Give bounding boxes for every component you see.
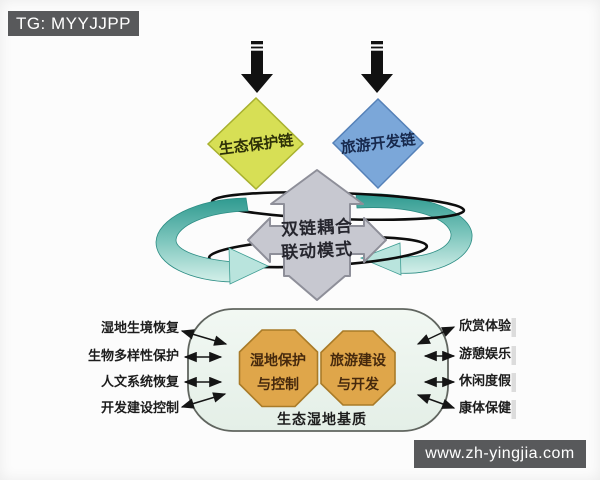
left-item-humanistic-system-restoration: 人文系统恢复 [100, 375, 179, 390]
tourism-chain-input-arrow-icon [361, 41, 393, 93]
double-arrow [416, 394, 456, 409]
left-item-development-control: 开发建设控制 [100, 401, 179, 416]
wetland-protection-label-line2: 与控制 [257, 377, 299, 393]
right-item-recreation-entertainment: 游憩娱乐 [459, 347, 512, 362]
watermark-bottom-right: www.zh-yingjia.com [414, 440, 586, 468]
watermark-remnant-marks [511, 318, 516, 419]
tourism-construction-label-line1: 旅游建设 [330, 353, 386, 369]
cycle-ribbon-left-icon [155, 197, 269, 285]
wetland-protection-label-line1: 湿地保护 [250, 353, 306, 369]
tourism-construction-octagon [320, 330, 396, 406]
left-item-biodiversity-protection: 生物多样性保护 [87, 349, 179, 364]
eco-protection-chain-diamond [206, 96, 305, 191]
left-item-habitat-restoration: 湿地生境恢复 [100, 321, 179, 336]
tourism-development-chain-diamond [331, 97, 425, 190]
right-item-appreciation-experience: 欣赏体验 [459, 319, 512, 334]
right-item-health-care: 康体保健 [459, 401, 512, 416]
double-arrow [180, 392, 227, 409]
watermark-top-left: TG: MYYJJPP [8, 11, 139, 36]
coupling-cross-arrow [247, 169, 387, 301]
tourism-construction-label-line2: 与开发 [337, 377, 379, 393]
left-connector-arrows [180, 329, 228, 409]
double-arrow [180, 329, 228, 346]
right-item-leisure-vacation: 休闲度假 [459, 374, 512, 389]
coupling-mode-label-line2: 联动模式 [280, 239, 354, 264]
right-connector-arrows [416, 326, 456, 409]
eco-chain-input-arrow-icon [241, 41, 273, 93]
wetland-protection-octagon [238, 329, 319, 408]
double-arrow [416, 326, 456, 345]
eco-wetland-matrix-caption: 生态湿地基质 [277, 412, 367, 428]
